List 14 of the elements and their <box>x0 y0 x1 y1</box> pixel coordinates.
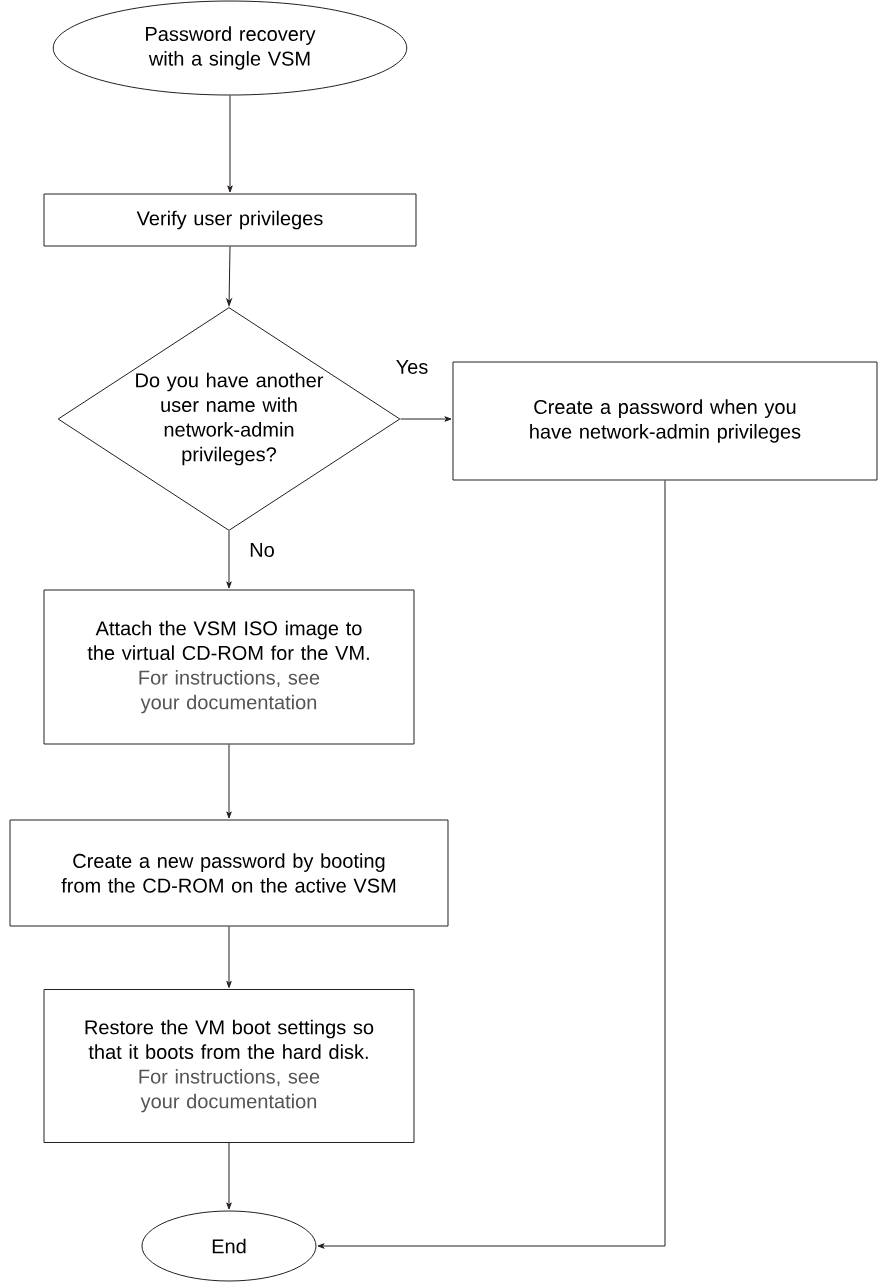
process-box: Attach the VSM ISO image to the virtual CD-ROM for the VM. For instructions, see your documentation <box>43 589 415 745</box>
process-box: Create a new password by booting from the CD-ROM on the active VSM <box>9 819 449 927</box>
arrow <box>226 246 232 306</box>
process-box: Verify user privileges <box>43 193 417 247</box>
arrow <box>226 1142 232 1210</box>
arrow <box>226 926 232 988</box>
arrow <box>317 480 666 1249</box>
arrow <box>226 744 232 819</box>
edge-label: No <box>247 541 277 559</box>
arrow <box>227 95 233 193</box>
process-box: Create a password when you have network-admin privileges <box>452 361 878 481</box>
arrow <box>226 530 232 589</box>
process-box: Restore the VM boot settings so that it boots from the hard disk. For instructions, see your documentation <box>43 989 415 1143</box>
arrow <box>400 416 452 422</box>
